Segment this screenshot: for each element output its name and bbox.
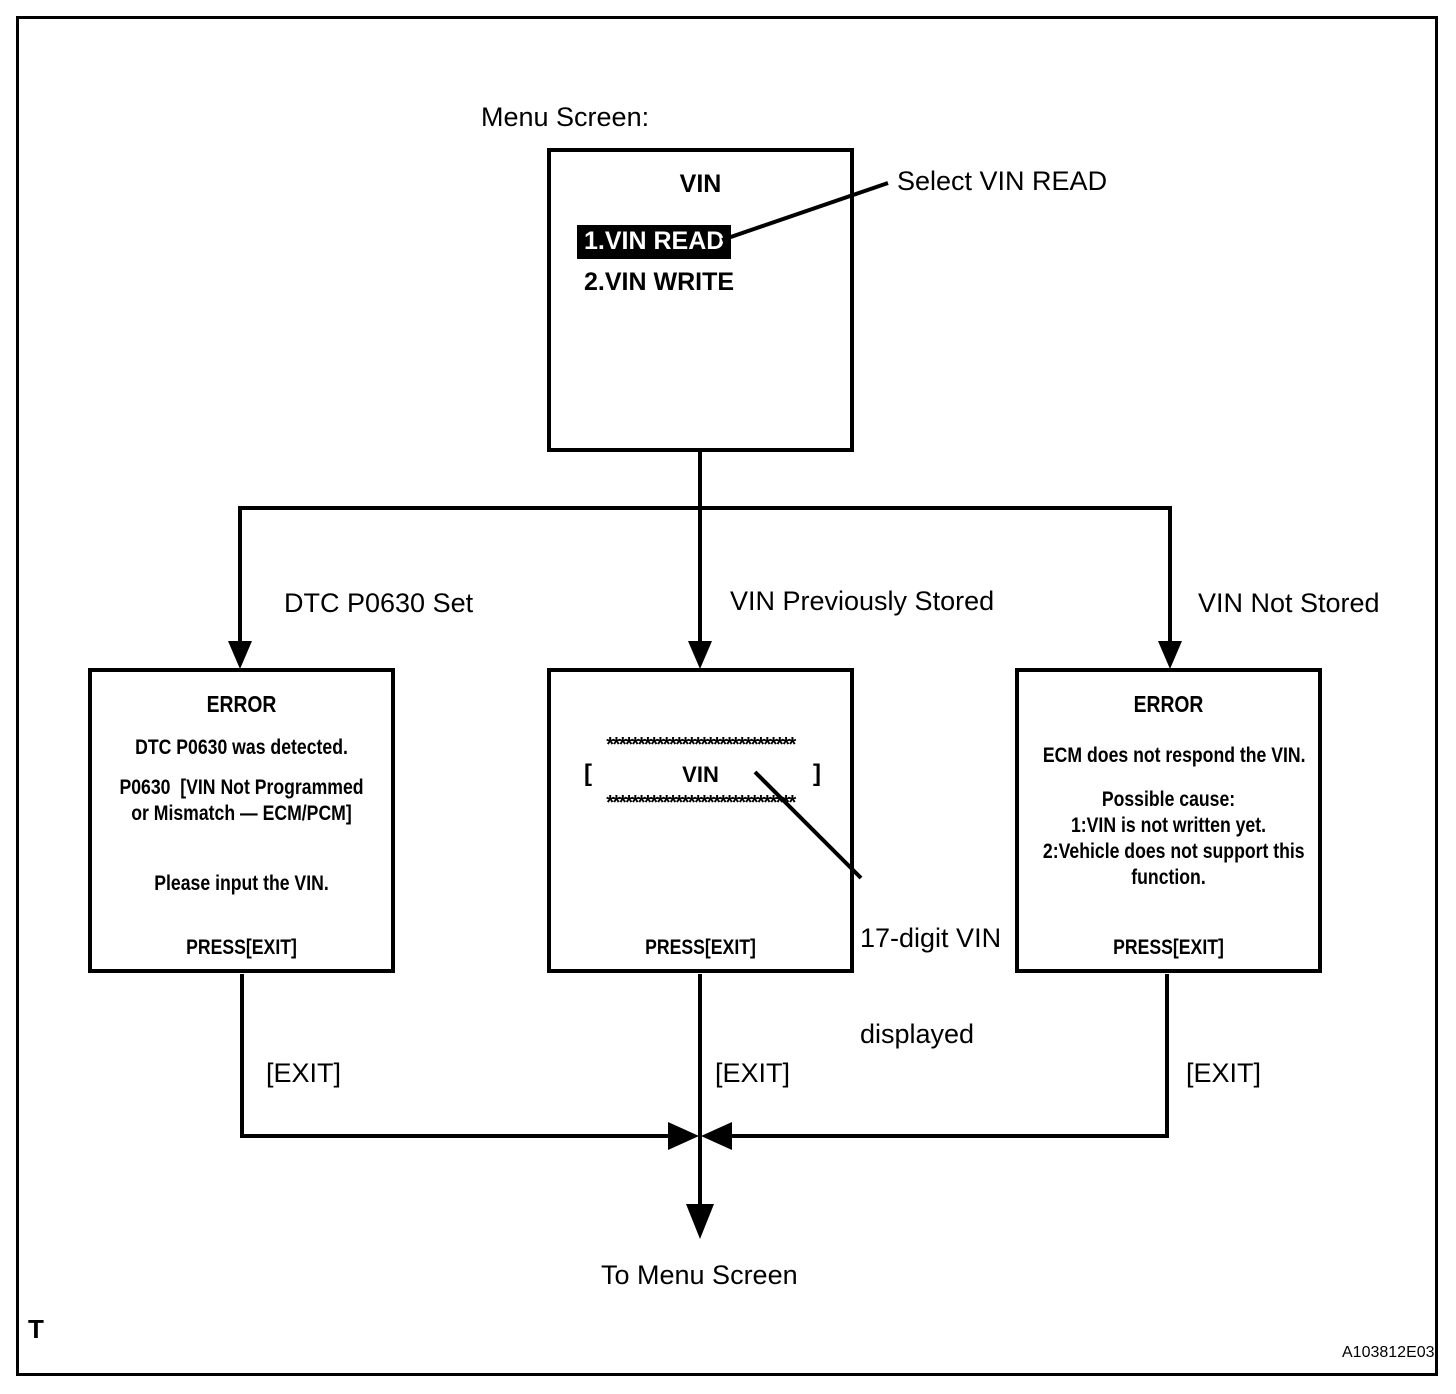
select-vin-read-annotation: Select VIN READ: [897, 166, 1108, 196]
diagram-border: [16, 16, 1438, 1376]
dtc-error-line-4: Please input the VIN.: [154, 872, 329, 895]
vin-bracket-row: [ VIN ]: [551, 760, 850, 788]
menu-box-title: VIN: [679, 170, 722, 198]
menu-screen-box: VIN 1.VIN READ 2.VIN WRITE: [547, 148, 854, 452]
exit-label-middle: [EXIT]: [715, 1058, 791, 1088]
dtc-error-line-3: or Mismatch — ECM/PCM]: [131, 802, 352, 825]
menu-screen-label: Menu Screen:: [481, 102, 650, 132]
figure-code: A103812E03: [1342, 1344, 1435, 1361]
ecm-error-title: ERROR: [1133, 691, 1204, 717]
vin-bracket-left: [: [584, 760, 592, 787]
vin-digit-annotation-line1: 17-digit VIN: [860, 923, 1002, 953]
menu-item-vin-write: 2.VIN WRITE: [584, 268, 735, 296]
ecm-error-press-exit: PRESS[EXIT]: [1113, 936, 1224, 959]
menu-item-vin-read: 1.VIN READ: [577, 225, 732, 259]
vin-bracket-right: ]: [813, 760, 821, 787]
ecm-error-line-4: 2:Vehicle does not support this: [1042, 840, 1305, 863]
vin-display-box: ****************************** [ VIN ] *…: [547, 668, 854, 973]
exit-label-right: [EXIT]: [1186, 1058, 1262, 1088]
branch-label-dtc-set: DTC P0630 Set: [284, 588, 474, 618]
dtc-error-line-1: DTC P0630 was detected.: [135, 736, 348, 759]
exit-label-left: [EXIT]: [266, 1058, 342, 1088]
vin-digit-annotation: 17-digit VIN displayed: [860, 858, 1001, 1114]
dtc-error-line-2: P0630 [VIN Not Programmed: [119, 776, 364, 799]
vin-stars-bottom: ******************************: [606, 792, 796, 814]
ecm-error-line-2: Possible cause:: [1101, 788, 1236, 811]
vin-display-press-exit: PRESS[EXIT]: [645, 936, 756, 959]
ecm-error-line-3: 1:VIN is not written yet.: [1070, 814, 1267, 837]
branch-label-vin-stored: VIN Previously Stored: [730, 586, 995, 616]
dtc-error-press-exit: PRESS[EXIT]: [186, 936, 297, 959]
to-menu-screen-label: To Menu Screen: [601, 1260, 798, 1290]
ecm-error-line-1: ECM does not respond the VIN.: [1042, 744, 1306, 767]
vin-stars-top: ******************************: [606, 734, 796, 756]
vin-digit-annotation-line2: displayed: [860, 1019, 975, 1049]
ecm-error-box: ERROR ECM does not respond the VIN. Poss…: [1015, 668, 1322, 973]
footer-t-label: T: [28, 1314, 44, 1344]
branch-label-vin-not-stored: VIN Not Stored: [1198, 588, 1380, 618]
dtc-error-title: ERROR: [206, 691, 277, 717]
ecm-error-line-5: function.: [1131, 866, 1206, 889]
dtc-error-box: ERROR DTC P0630 was detected. P0630 [VIN…: [88, 668, 395, 973]
vin-label: VIN: [682, 762, 719, 787]
